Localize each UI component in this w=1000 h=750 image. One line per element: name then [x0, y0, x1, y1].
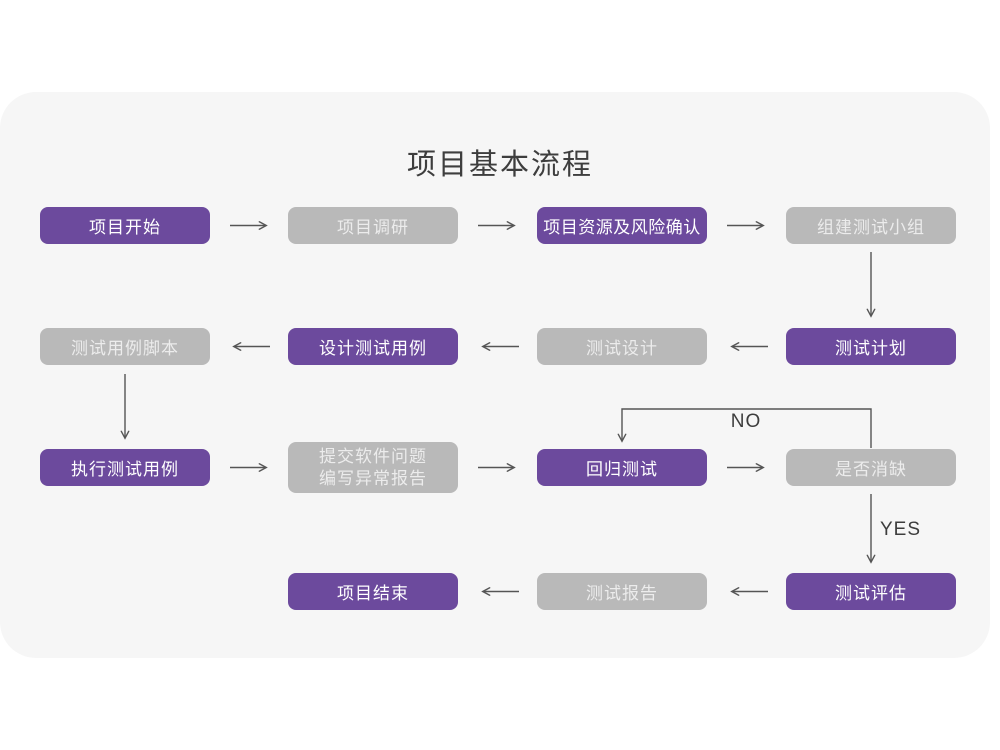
node-submit-issues-report: 提交软件问题 编写异常报告	[288, 442, 458, 493]
node-label: 项目资源及风险确认	[543, 218, 701, 237]
page-title: 项目基本流程	[406, 149, 593, 181]
node-label-line1: 提交软件问题	[319, 446, 427, 466]
branch-label-yes: YES	[880, 519, 922, 540]
node-design-test-cases: 设计测试用例	[288, 328, 458, 365]
flowchart-card	[0, 92, 990, 658]
node-project-end: 项目结束	[288, 573, 458, 610]
node-label: 测试报告	[586, 584, 658, 603]
node-label: 执行测试用例	[71, 460, 179, 479]
node-test-plan: 测试计划	[786, 328, 956, 365]
node-test-evaluation: 测试评估	[786, 573, 956, 610]
node-regression-test: 回归测试	[537, 449, 707, 486]
node-test-design: 测试设计	[537, 328, 707, 365]
node-execute-test-cases: 执行测试用例	[40, 449, 210, 486]
branch-label-no: NO	[730, 411, 762, 432]
node-label: 项目结束	[337, 584, 409, 603]
node-label: 项目开始	[89, 218, 161, 237]
node-label: 是否消缺	[835, 460, 907, 479]
node-label: 测试用例脚本	[71, 339, 179, 358]
node-build-test-team: 组建测试小组	[786, 207, 956, 244]
node-label-line2: 编写异常报告	[319, 468, 427, 488]
node-label: 项目调研	[337, 218, 409, 237]
node-project-research: 项目调研	[288, 207, 458, 244]
node-resources-risk-confirm: 项目资源及风险确认	[537, 207, 707, 244]
node-label: 组建测试小组	[817, 218, 925, 237]
node-label: 测试评估	[835, 584, 907, 603]
node-test-case-script: 测试用例脚本	[40, 328, 210, 365]
node-label: 回归测试	[586, 460, 658, 479]
node-label: 测试设计	[586, 339, 658, 358]
node-test-report: 测试报告	[537, 573, 707, 610]
node-project-start: 项目开始	[40, 207, 210, 244]
node-defect-cleared: 是否消缺	[786, 449, 956, 486]
node-label: 设计测试用例	[319, 339, 427, 358]
node-label: 测试计划	[835, 339, 907, 358]
